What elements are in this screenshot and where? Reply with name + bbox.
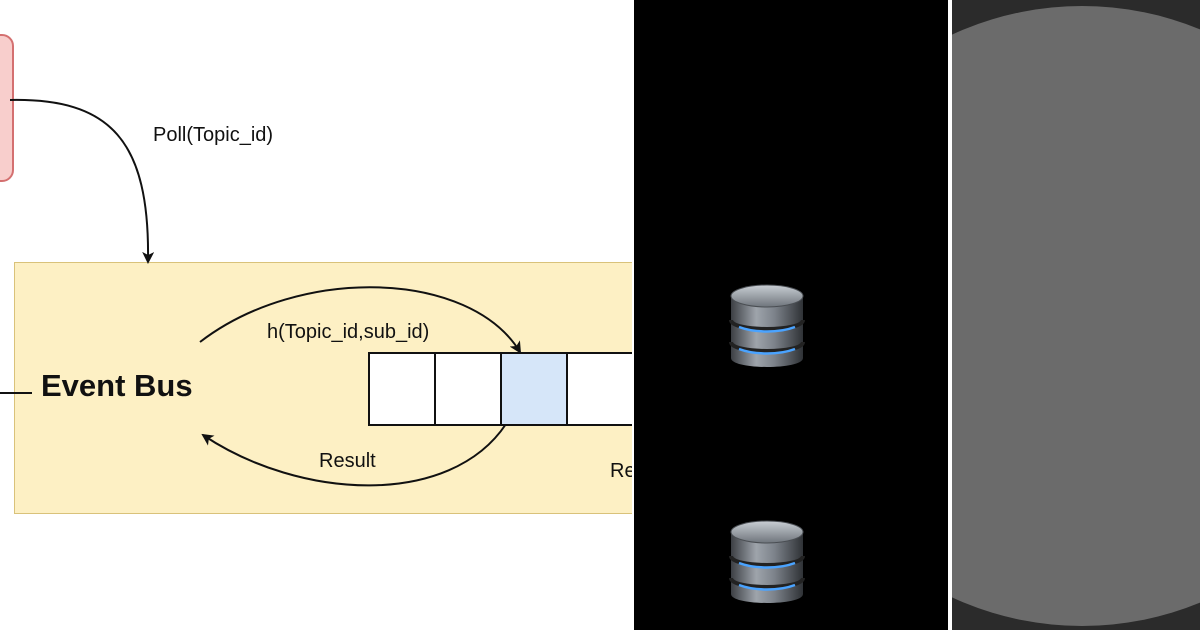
event-bus-title: Event Bus xyxy=(41,368,193,403)
queue-slot-4 xyxy=(568,354,632,424)
queue-slots xyxy=(368,352,632,426)
diagram-panel: Poll(Topic_id) Event Bus h(Topic_id,sub_… xyxy=(0,34,632,514)
hash-arrow xyxy=(199,286,522,354)
panel-divider xyxy=(948,0,952,630)
hash-label: h(Topic_id,sub_id) xyxy=(267,321,430,343)
gray-panel xyxy=(952,0,1200,630)
connector-lines xyxy=(0,98,522,487)
result-arrow xyxy=(201,423,507,487)
queue-slot-1 xyxy=(370,354,436,424)
result-label-clipped: Re xyxy=(610,460,632,482)
queue-slot-2 xyxy=(436,354,502,424)
poll-label: Poll(Topic_id) xyxy=(153,124,274,146)
database-icon xyxy=(725,280,809,374)
database-icon xyxy=(725,516,809,610)
result-label: Result xyxy=(319,450,376,472)
queue-slot-3 xyxy=(502,354,568,424)
panel-divider xyxy=(632,0,634,630)
poll-arrow xyxy=(9,98,155,264)
circle-shape xyxy=(952,6,1200,626)
